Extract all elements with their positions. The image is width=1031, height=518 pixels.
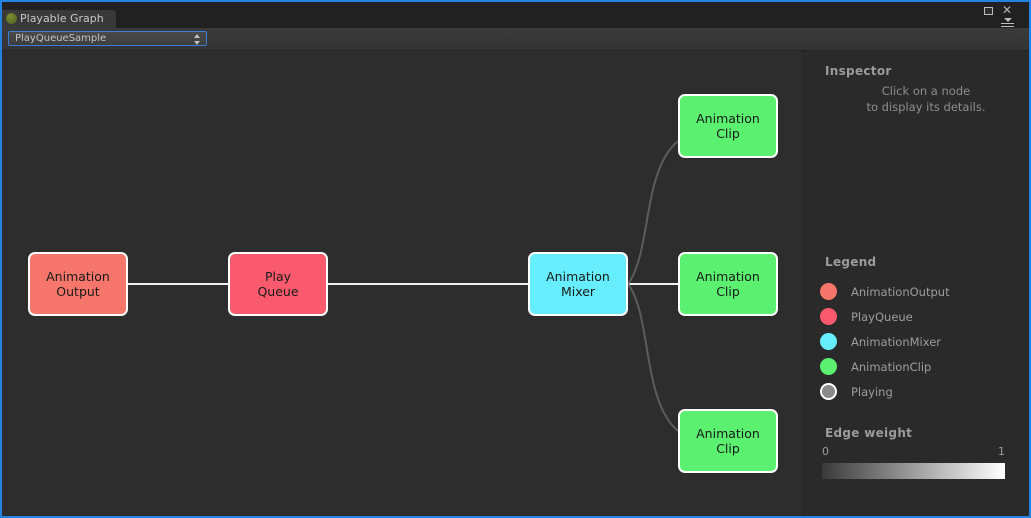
edge-weight-max-label: 1 (998, 445, 1005, 458)
legend-color-swatch-icon (820, 358, 837, 375)
node-label-line1: Play (264, 269, 292, 284)
edge-weight-scale: 0 1 (822, 445, 1005, 459)
legend-item-label: PlayQueue (851, 309, 913, 324)
graph-selector-dropdown[interactable]: PlayQueueSample (8, 31, 207, 46)
node-label-line1: Animation (46, 269, 110, 284)
legend-item: PlayQueue (820, 304, 1020, 329)
graph-selector-value: PlayQueueSample (15, 33, 107, 44)
node-label-line2: Mixer (560, 284, 596, 299)
inspector-hint: Click on a node to display its details. (804, 83, 1029, 115)
node-label-line2: Output (56, 284, 100, 299)
node-label-line1: Animation (546, 269, 610, 284)
legend-color-swatch-icon (820, 333, 837, 350)
edge-weight-min-label: 0 (822, 445, 829, 458)
legend-title: Legend (825, 255, 877, 269)
updown-arrows-icon (194, 34, 201, 45)
legend-item: Playing (820, 379, 1020, 404)
node-label-line2: Clip (716, 441, 740, 456)
title-bar: Playable Graph ✕ (2, 2, 1029, 28)
legend-item-label: AnimationMixer (851, 334, 942, 349)
window-controls: ✕ (983, 3, 1023, 29)
legend-item-label: AnimationClip (851, 359, 932, 374)
playable-graph-icon (6, 13, 17, 24)
close-icon[interactable]: ✕ (1002, 3, 1013, 17)
node-label-line2: Queue (257, 284, 299, 299)
inspector-hint-line1: Click on a node (881, 84, 971, 98)
inspector-title: Inspector (825, 64, 892, 78)
legend-color-swatch-icon (820, 283, 837, 300)
node-label-line2: Clip (716, 284, 740, 299)
edge-weight-title: Edge weight (825, 426, 913, 440)
node-label-line1: Animation (696, 269, 760, 284)
legend-item-label: Playing (851, 384, 893, 399)
node-label-line1: Animation (696, 426, 760, 441)
graph-edge (627, 140, 679, 285)
legend-item: AnimationOutput (820, 279, 1020, 304)
node-label-line1: Animation (696, 111, 760, 126)
maximize-icon[interactable] (984, 7, 993, 15)
legend-item-label: AnimationOutput (851, 284, 950, 299)
edge-weight-gradient-bar (822, 463, 1005, 479)
side-panel: Inspector Click on a node to display its… (803, 51, 1029, 516)
hamburger-menu-icon[interactable] (1001, 18, 1014, 29)
legend-item: AnimationMixer (820, 329, 1020, 354)
legend-item: AnimationClip (820, 354, 1020, 379)
legend-color-swatch-icon (820, 383, 837, 400)
tab-label: Playable Graph (20, 12, 104, 25)
tab-playable-graph[interactable]: Playable Graph (2, 10, 116, 28)
legend-color-swatch-icon (820, 308, 837, 325)
graph-edge (627, 283, 679, 432)
toolbar: PlayQueueSample (2, 28, 1029, 51)
graph-edges (128, 140, 679, 432)
inspector-hint-line2: to display its details. (866, 100, 986, 114)
node-label-line2: Clip (716, 126, 740, 141)
